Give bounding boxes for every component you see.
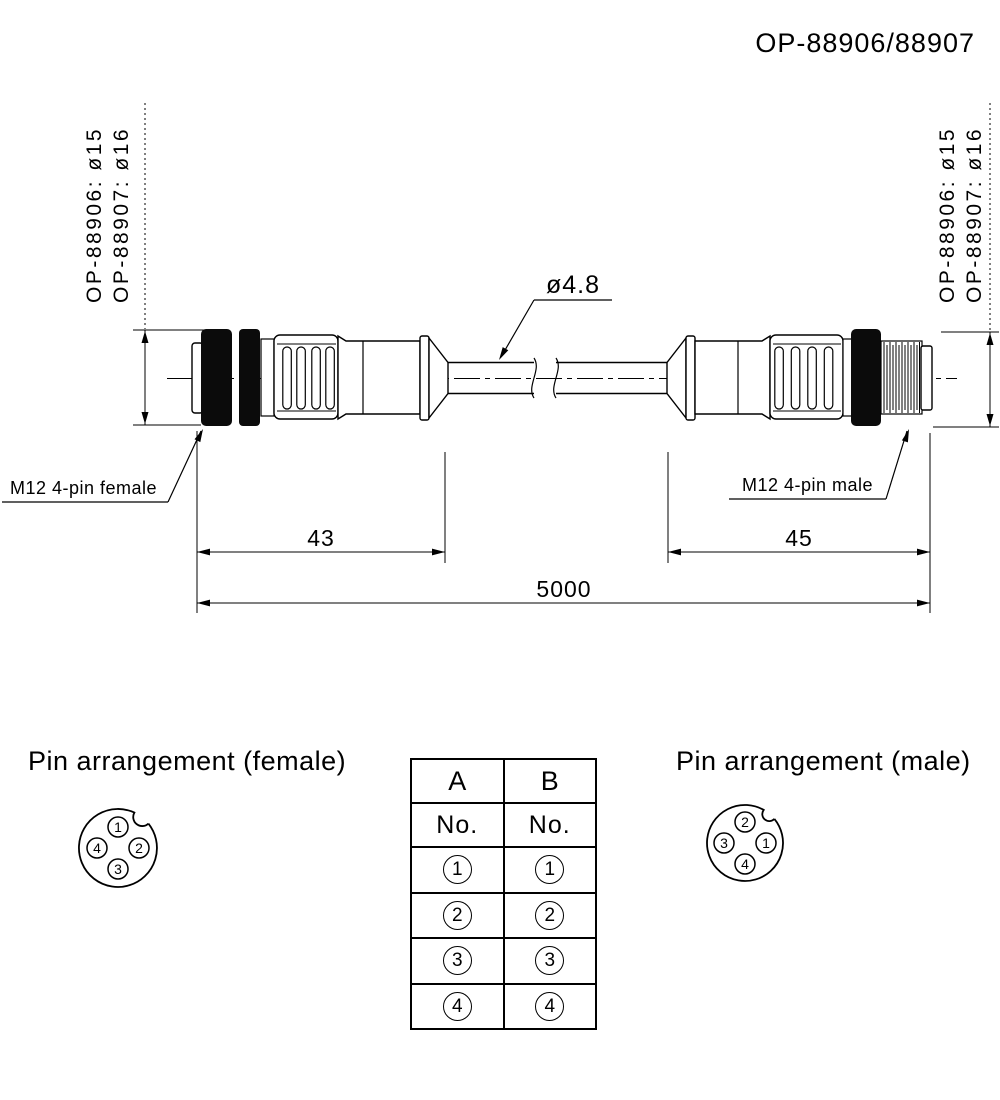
- cable-break-left: [531, 357, 537, 399]
- table-header-a: A: [448, 765, 467, 796]
- table-row-pin2: 2 2: [412, 891, 595, 937]
- female-coupling-ring-1: [201, 329, 232, 426]
- male-cable-boot: [666, 335, 687, 421]
- pin-number-badge: 1: [535, 855, 565, 885]
- dimension-male-length-value: 45: [785, 525, 813, 551]
- pin-wiring-table: A B No. No. 1 1 2 2 3 3 4 4: [410, 758, 597, 1030]
- part-number-title: OP-88906/88907: [755, 28, 975, 58]
- cable-assembly-drawing: OP-88906/88907 OP-88906: ø15 OP-88907: ø…: [2, 28, 999, 613]
- left-diameter-label-2: OP-88907: ø16: [110, 127, 133, 303]
- pin-number-badge: 2: [535, 900, 565, 930]
- pin-number-badge: 3: [535, 946, 565, 976]
- pin-number-badge: 2: [442, 900, 472, 930]
- cable: [448, 357, 668, 399]
- table-subheader-b: No.: [502, 804, 596, 846]
- female-pin-left: 4: [93, 840, 101, 856]
- right-diameter-dimension: [933, 103, 999, 428]
- dimension-male-length: 45: [668, 525, 930, 556]
- male-connector-label: M12 4-pin male: [742, 475, 873, 495]
- pin-number-badge: 1: [442, 855, 472, 885]
- female-connector: [191, 329, 449, 426]
- dimension-female-length: 43: [197, 525, 445, 556]
- pin-number-badge: 3: [442, 946, 472, 976]
- right-diameter-label-1: OP-88906: ø15: [936, 127, 959, 303]
- table-header-b: B: [502, 760, 596, 802]
- pin-diagram-female: 1 2 3 4: [78, 808, 158, 888]
- left-diameter-labels: OP-88906: ø15 OP-88907: ø16: [83, 127, 133, 303]
- female-pin-bottom: 3: [114, 861, 122, 877]
- female-cable-boot: [428, 335, 449, 421]
- pin-arrangement-male-heading: Pin arrangement (male): [676, 746, 971, 776]
- table-row-pin1: 1 1: [412, 846, 595, 892]
- pin-number-badge: 4: [442, 991, 472, 1021]
- female-pin-top: 1: [114, 819, 122, 835]
- pin-diagram-male: 2 1 4 3: [706, 804, 784, 882]
- right-diameter-labels: OP-88906: ø15 OP-88907: ø16: [936, 127, 986, 303]
- male-thread: [880, 340, 923, 415]
- dimension-cable-length: 5000: [197, 576, 930, 607]
- dimension-female-length-value: 43: [307, 525, 335, 551]
- table-header-row: A B: [412, 760, 595, 802]
- pin-number-badge: 4: [535, 991, 565, 1021]
- male-coupling-ring: [851, 329, 881, 426]
- male-pin-top: 2: [741, 814, 749, 830]
- cable-diameter-label: ø4.8: [546, 271, 600, 299]
- dimension-cable-length-value: 5000: [536, 576, 591, 602]
- table-row-pin4: 4 4: [412, 982, 595, 1028]
- extension-lines: [196, 431, 931, 613]
- cable-break-right: [553, 357, 559, 399]
- male-pin-bottom: 4: [741, 856, 749, 872]
- table-row-pin3: 3 3: [412, 937, 595, 983]
- male-connector-callout: M12 4-pin male: [729, 429, 909, 500]
- male-pin-left: 3: [720, 835, 728, 851]
- male-connector: [666, 329, 933, 426]
- female-face-outline-with-keyway: [78, 808, 158, 888]
- table-subheader-row: No. No.: [412, 802, 595, 846]
- table-subheader-a: No.: [436, 810, 479, 839]
- female-pin-right: 2: [135, 840, 143, 856]
- female-connector-label: M12 4-pin female: [10, 478, 157, 498]
- pin-arrangement-female-heading: Pin arrangement (female): [28, 746, 347, 776]
- male-face-outline-with-keyway: [706, 804, 784, 882]
- cable-diameter-callout: ø4.8: [499, 271, 612, 360]
- right-diameter-label-2: OP-88907: ø16: [963, 127, 986, 303]
- left-diameter-label-1: OP-88906: ø15: [83, 127, 106, 303]
- female-connector-callout: M12 4-pin female: [2, 429, 203, 503]
- female-coupling-ring-2: [239, 329, 260, 426]
- left-diameter-dimension: [133, 103, 206, 426]
- male-pin-right: 1: [762, 835, 770, 851]
